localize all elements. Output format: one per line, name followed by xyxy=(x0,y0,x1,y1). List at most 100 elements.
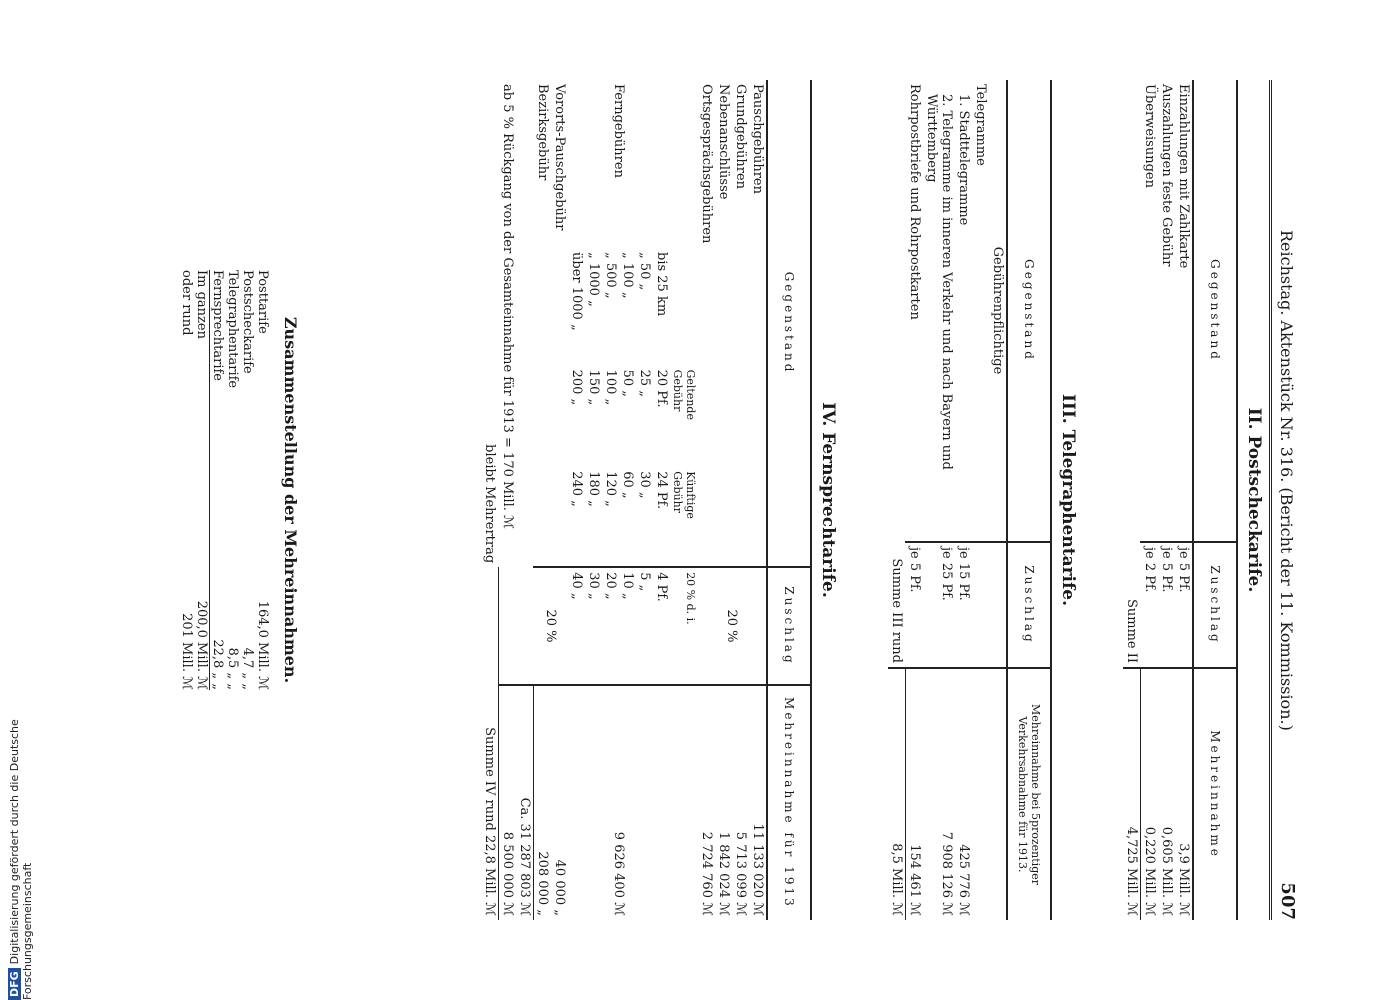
recap-label: Posttarife xyxy=(255,270,270,334)
recap-value: 164,0 Mill. ℳ xyxy=(255,600,270,690)
col-gegenstand: Gegenstand xyxy=(1007,80,1051,542)
table-row: Auszahlungen feste Gebühr je 5 Pf. 0,605… xyxy=(1158,80,1175,920)
row-label: Telegramme xyxy=(973,84,988,166)
row-value: 208 000 „ xyxy=(533,684,551,920)
row-label: 2. Telegramme im inneren Verkehr und nac… xyxy=(924,94,954,470)
zuschlag: 40 „ xyxy=(568,567,585,685)
sum-label: Summe II xyxy=(1124,598,1140,663)
zuschlag-group: 20 % xyxy=(698,567,767,685)
col-zuschlag: Zuschlag xyxy=(1193,542,1237,668)
row-value: 5 713 099 ℳ xyxy=(732,684,749,920)
ab-line: ab 5 % Rückgang von der Gesamteinnahme f… xyxy=(500,84,515,529)
recap-value: 8,5 „ „ xyxy=(225,647,240,690)
row-value: 2 724 760 ℳ xyxy=(698,684,715,920)
list-item: oder rund 201 Mill. ℳ xyxy=(179,270,194,690)
row-value: 1 842 024 ℳ xyxy=(715,684,732,920)
row-label: Vororts-Pauschgebühr xyxy=(552,84,567,231)
table-fernsprech: Gegenstand Zuschlag Mehreinnahme für 191… xyxy=(481,80,812,920)
list-item: Im ganzen 200,0 Mill. ℳ xyxy=(194,270,209,690)
table-telegraph: Gegenstand Zuschlag Mehreinnahme bei 5pr… xyxy=(888,80,1052,920)
geltende: 100 „ xyxy=(603,369,618,406)
ca-total: Ca. 31 287 803 ℳ xyxy=(516,684,534,920)
table-row: Ferngebühren bis 25 km 20 Pf. 24 Pf. 4 P… xyxy=(568,80,670,920)
subheading: Gebührenpflichtige xyxy=(990,246,1005,375)
row-value: 40 000 „ xyxy=(551,684,568,920)
list-item: Telegraphentarife 8,5 „ „ xyxy=(225,270,240,690)
row-label: Rohrpostbriefe und Rohrpostkarten xyxy=(907,84,922,320)
geltende: 200 „ xyxy=(569,369,584,406)
sum-label: Summe III rund xyxy=(889,558,905,663)
recap-label: Postscheckarife xyxy=(240,270,255,374)
zuschlag: 30 „ xyxy=(585,567,602,685)
table-row: 2. Telegramme im inneren Verkehr und nac… xyxy=(923,80,955,920)
rotated-content: Reichstag. Aktenstück Nr. 316. (Bericht … xyxy=(100,80,1300,920)
row-label: Auszahlungen feste Gebühr xyxy=(1159,84,1174,267)
col-gegenstand: Gegenstand xyxy=(767,80,811,568)
list-item: Posttarife 164,0 Mill. ℳ xyxy=(255,270,270,690)
row-zuschlag: je 2 Pf. xyxy=(1140,542,1158,668)
table-row: Überweisungen je 2 Pf. 0,220 Mill. ℳ xyxy=(1140,80,1158,920)
dfg-logo: DFG xyxy=(8,968,21,1000)
ferngebuehren-label: Ferngebühren xyxy=(611,84,627,178)
row-label: Einzahlungen mit Zahlkarte xyxy=(1176,84,1191,269)
row-zuschlag: je 5 Pf. xyxy=(1175,542,1193,668)
geltende: 20 Pf. xyxy=(654,369,669,408)
col-mehreinnahme: Mehreinnahme für 1913 xyxy=(767,684,811,920)
recap-label: Telegraphentarife xyxy=(225,270,240,389)
kuenftige: 240 „ xyxy=(569,471,584,507)
recap-value: 22,8 „ „ xyxy=(210,639,225,690)
row-label: Überweisungen xyxy=(1142,84,1157,188)
geltende: 150 „ xyxy=(586,369,601,406)
row-label: Bezirksgebühr xyxy=(535,84,550,181)
col-zuschlag: Zuschlag xyxy=(1007,542,1051,668)
running-header: Reichstag. Aktenstück Nr. 316. (Bericht … xyxy=(1269,80,1300,920)
header-title: Reichstag. Aktenstück Nr. 316. (Bericht … xyxy=(1277,230,1296,731)
sum-value: 4,725 Mill. ℳ xyxy=(1123,668,1141,920)
credit-text: Digitalisierung gefördert durch die Deut… xyxy=(8,719,34,1000)
section-ii-title: II. Postscheckarife. xyxy=(1244,407,1264,593)
distance: über 1000 „ xyxy=(569,252,584,331)
distance: „ 1000 „ xyxy=(586,252,601,307)
distance: „ 100 „ xyxy=(620,252,635,299)
table-row: Rohrpostbriefe und Rohrpostkarten je 5 P… xyxy=(905,80,923,920)
zuschlag-group-2: 20 % xyxy=(533,567,568,685)
row-value: 0,220 Mill. ℳ xyxy=(1140,668,1158,920)
table-row: 1. Stadttelegramme je 15 Pf. 425 776 ℳ xyxy=(955,80,972,920)
recap-label: Im ganzen xyxy=(194,270,209,339)
table-row: Pauschgebühren 20 % 11 133 020 ℳ xyxy=(698,80,767,920)
sum-value: 8,5 Mill. ℳ xyxy=(888,668,906,920)
col-gegenstand: Gegenstand xyxy=(1193,80,1237,542)
zuschlag: 20 „ xyxy=(602,567,619,685)
row-value: 11 133 020 ℳ xyxy=(749,684,767,920)
row-zuschlag: je 5 Pf. xyxy=(1158,542,1175,668)
recap-label: oder rund xyxy=(179,270,194,336)
distance: „ 50 „ xyxy=(637,252,652,291)
row-label: Grundgebühren xyxy=(733,84,748,190)
bleibt-line: bleibt Mehrertrag xyxy=(482,444,498,564)
table-row: Grundgebühren 5 713 099 ℳ xyxy=(732,80,749,920)
row-zuschlag: je 15 Pf. xyxy=(955,542,972,668)
row-zuschlag: je 5 Pf. xyxy=(905,542,923,668)
table-row: Vororts-Pauschgebühr 20 % 40 000 „ xyxy=(533,80,568,920)
zuschlag-header: 20 % d. i. xyxy=(670,567,698,685)
sum-iv: Summe IV rund 22,8 Mill. ℳ xyxy=(481,567,499,920)
row-value: 425 776 ℳ xyxy=(955,668,972,920)
recap-value: 201 Mill. ℳ xyxy=(179,613,194,690)
fern-value: 9 626 400 ℳ xyxy=(568,684,670,920)
geltende: 25 „ xyxy=(637,369,652,398)
table-row: Ortsgesprächsgebühren 2 724 760 ℳ xyxy=(698,80,715,920)
row-value: 0,605 Mill. ℳ xyxy=(1158,668,1175,920)
kuenftige: 24 Pf. xyxy=(654,471,669,510)
kuenftige-header: Künftige Gebühr xyxy=(671,471,697,519)
recap-value: 200,0 Mill. ℳ xyxy=(194,600,209,690)
digitization-credit: DFGDigitalisierung gefördert durch die D… xyxy=(8,600,34,1000)
zuschlag: 5 „ xyxy=(636,567,653,685)
geltende-header: Geltende Gebühr xyxy=(671,369,697,420)
row-value: 7 908 126 ℳ xyxy=(923,668,955,920)
page-number: 507 xyxy=(1277,882,1298,920)
row-label: 1. Stadttelegramme xyxy=(956,94,971,226)
col-mehreinnahme: Mehreinnahme bei 5prozentiger Verkehrsab… xyxy=(1007,668,1051,920)
distance: „ 500 „ xyxy=(603,252,618,299)
